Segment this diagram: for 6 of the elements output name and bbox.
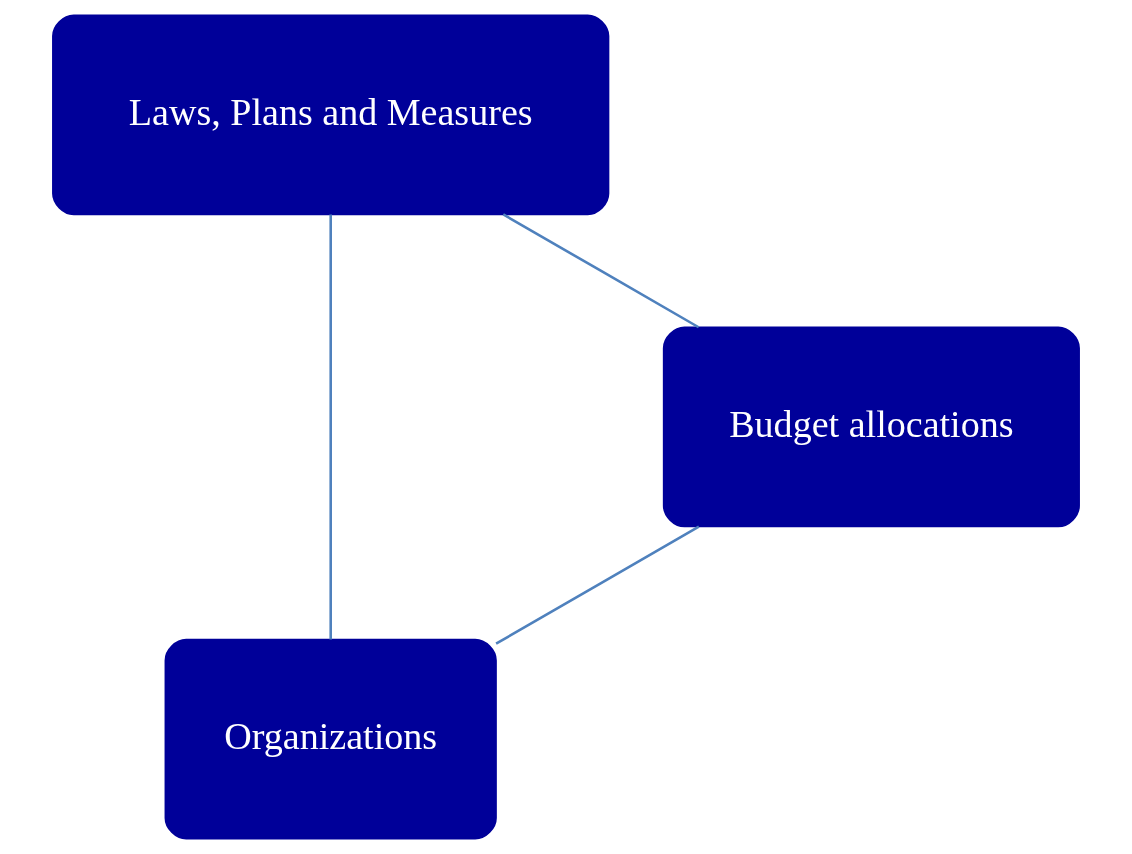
connector: [502, 213, 700, 329]
connector: [329, 214, 332, 640]
node-box: Budget allocations: [662, 326, 1080, 528]
node-box: Laws, Plans and Measures: [52, 14, 610, 216]
connector: [495, 525, 700, 645]
node-box: Organizations: [164, 638, 497, 840]
